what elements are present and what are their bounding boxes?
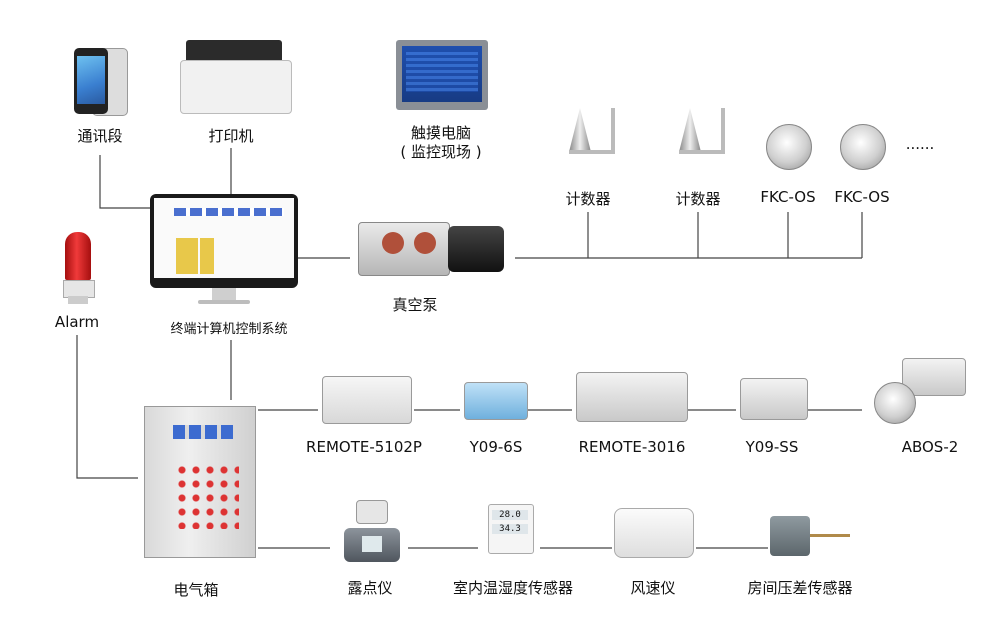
phone-device [70,46,130,116]
vacuum-pump [354,212,512,284]
y09-ss-device [740,378,808,420]
counter-label-1: 计数器 [565,190,611,208]
touch-pc-label-1: 触摸电脑 [410,124,472,142]
printer-label: 打印机 [208,127,254,145]
counter-device-1 [555,104,625,176]
room-dp-sensor [770,508,860,562]
remote-5102p-label: REMOTE-5102P [306,438,422,456]
th-temp-display: 28.0 [492,510,528,520]
cabinet-label: 电气箱 [173,581,219,599]
dewpoint-device [338,500,406,572]
indoor-th-label: 室内温湿度传感器 [452,579,574,597]
touch-pc-device [396,40,488,112]
room-dp-label: 房间压差传感器 [747,579,853,597]
counter-device-2 [665,104,735,176]
dewpoint-label: 露点仪 [347,579,393,597]
anemometer-label: 风速仪 [630,579,676,597]
fkc-sensor-2 [840,124,886,170]
remote-3016-label: REMOTE-3016 [578,438,686,456]
electric-cabinet [144,406,256,558]
remote-3016-device [576,372,688,422]
fkc-label-1: FKC-OS [760,188,816,206]
printer-device [178,34,298,114]
pump-label: 真空泵 [392,296,438,314]
abos-2-device [868,356,972,426]
touch-pc-label-2: ( 监控现场 ) [400,143,482,161]
remote-5102p-device [322,376,412,424]
fkc-sensor-1 [766,124,812,170]
anemometer-device [614,508,694,564]
terminal-label: 终端计算机控制系统 [170,322,288,337]
th-humidity-display: 34.3 [492,524,528,534]
more-ellipsis: ...... [905,135,935,153]
counter-label-2: 计数器 [675,190,721,208]
y09-6s-device [464,382,528,420]
alarm-label: Alarm [54,313,100,331]
phone-label: 通讯段 [77,127,123,145]
y09-6s-label: Y09-6S [469,438,523,456]
fkc-label-2: FKC-OS [834,188,890,206]
indoor-th-sensor: 28.0 34.3 [488,504,534,564]
y09-ss-label: Y09-SS [745,438,799,456]
abos-2-label: ABOS-2 [901,438,959,456]
alarm-lamp [60,232,96,308]
terminal-monitor [150,194,300,310]
